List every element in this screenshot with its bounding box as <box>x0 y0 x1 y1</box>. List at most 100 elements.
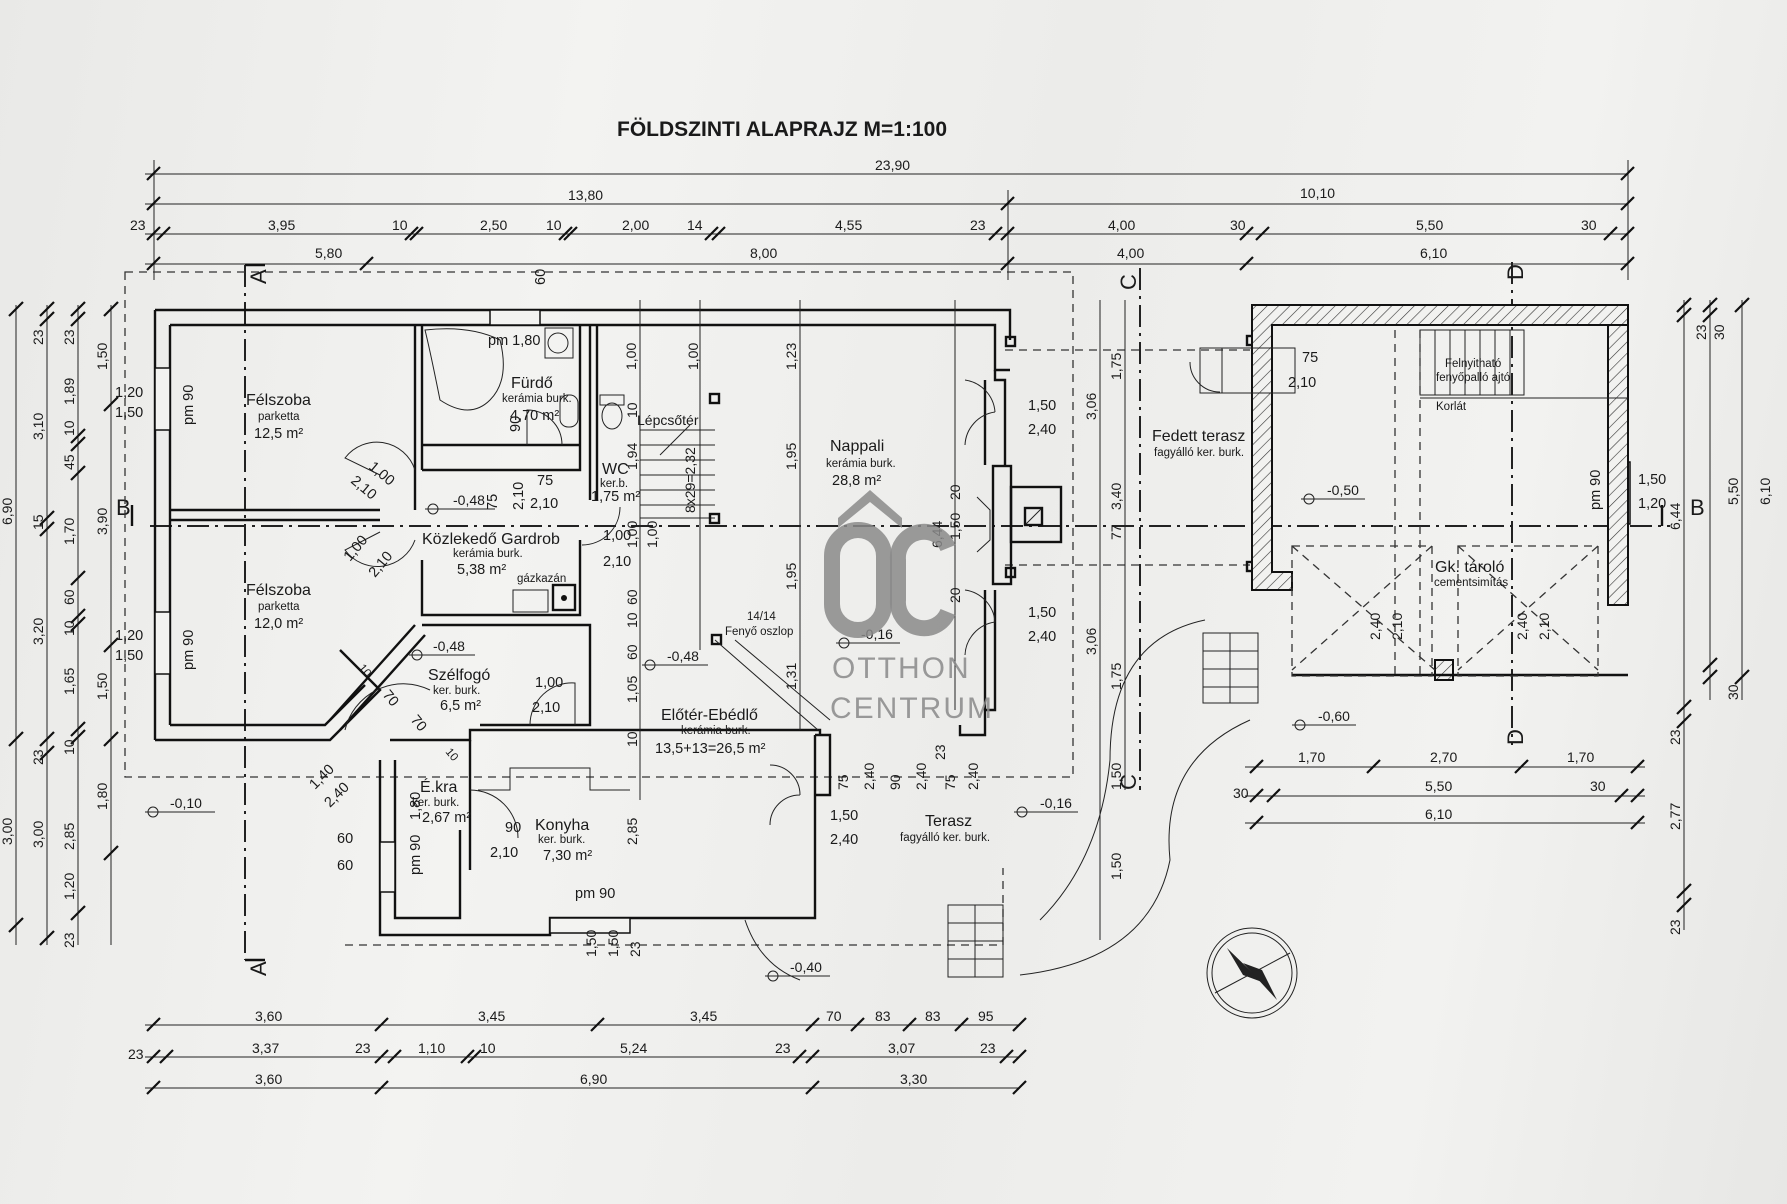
garage-dimension-lines <box>1245 759 1645 830</box>
dim-label: 23,90 <box>875 157 910 173</box>
dim-label: 23 <box>30 329 46 345</box>
svg-text:75: 75 <box>485 494 501 510</box>
windows <box>154 309 1631 934</box>
dim-label: 6,10 <box>1757 478 1773 505</box>
dim-label: 4,55 <box>835 217 862 233</box>
svg-text:2,40: 2,40 <box>861 763 877 790</box>
room-wc: WC ker.b. 1,75 m² <box>591 461 640 505</box>
dim-label: 5,50 <box>1425 778 1452 794</box>
svg-text:2,40: 2,40 <box>830 832 858 848</box>
svg-text:-0,40: -0,40 <box>790 959 822 975</box>
svg-text:pm 90: pm 90 <box>181 630 197 670</box>
dim-label: 14 <box>687 217 703 233</box>
svg-text:1,80: 1,80 <box>408 792 424 820</box>
dim-label: 10 <box>546 217 562 233</box>
svg-text:-0,16: -0,16 <box>1040 795 1072 811</box>
dim-label: 2,70 <box>1430 749 1457 765</box>
dim-label: 2,50 <box>480 217 507 233</box>
svg-text:10: 10 <box>624 402 640 418</box>
svg-text:2,10: 2,10 <box>603 554 631 570</box>
dim-label: 10 <box>61 739 77 755</box>
svg-text:Nappali: Nappali <box>830 438 884 455</box>
dim-label: 1,50 <box>94 343 110 370</box>
dim-label: 6,44 <box>1667 503 1683 530</box>
watermark-line2: CENTRUM <box>830 692 994 725</box>
garage-dashed <box>1291 330 1599 680</box>
level-marker: -0,48 <box>425 492 495 515</box>
svg-text:1,50: 1,50 <box>115 648 143 664</box>
svg-text:-0,60: -0,60 <box>1318 708 1350 724</box>
svg-text:6,5 m²: 6,5 m² <box>440 698 481 714</box>
level-marker: -0,10 <box>145 795 215 818</box>
dim-label: 10,10 <box>1300 185 1335 201</box>
dim-label: 3,90 <box>94 508 110 535</box>
svg-text:1,94: 1,94 <box>624 443 640 470</box>
level-marker: -0,60 <box>1292 708 1356 731</box>
svg-text:-0,48: -0,48 <box>433 638 465 654</box>
fireplace <box>976 485 1063 553</box>
svg-text:Konyha: Konyha <box>535 817 589 834</box>
dim-label: 23 <box>775 1040 791 1056</box>
svg-text:1,23: 1,23 <box>783 343 799 370</box>
svg-text:Előtér-Ebédlő: Előtér-Ebédlő <box>661 707 758 724</box>
dim-label: 1,20 <box>61 873 77 900</box>
room-felszoba-1: Félszoba parketta 12,5 m² <box>246 392 311 442</box>
svg-text:1,50: 1,50 <box>1638 472 1666 488</box>
label-post-size: 14/14 <box>747 611 776 623</box>
svg-text:90: 90 <box>505 820 521 836</box>
svg-text:1,00: 1,00 <box>644 521 660 548</box>
dim-label: 23 <box>61 932 77 948</box>
label-hatch-door: Felnyitható <box>1445 358 1501 370</box>
svg-text:Szélfogó: Szélfogó <box>428 667 490 684</box>
dim-label: 23 <box>970 217 986 233</box>
dim-label: 30 <box>1233 785 1249 801</box>
svg-text:ker.b.: ker.b. <box>600 478 628 490</box>
svg-text:1,00: 1,00 <box>341 533 371 565</box>
svg-text:10: 10 <box>624 731 640 747</box>
dim-label: 1,10 <box>418 1040 445 1056</box>
dim-label: 60 <box>61 589 77 605</box>
dim-label: 30 <box>1230 217 1246 233</box>
dim-label: 23 <box>980 1040 996 1056</box>
boiler-symbol <box>512 583 577 613</box>
dim-label: 23 <box>1693 324 1709 340</box>
svg-text:1,20: 1,20 <box>1638 496 1666 512</box>
left-dimension-values: 6,90 3,00 23 3,10 15 3,20 23 3,00 23 1,8… <box>0 329 110 948</box>
dim-label: 1,80 <box>94 783 110 810</box>
room-eloter-ebedlo: Előtér-Ebédlő kerámia burk. 13,5+13=26,5… <box>655 707 766 757</box>
room-konyha: Konyha ker. burk. 7,30 m² <box>535 817 592 864</box>
svg-text:Terasz: Terasz <box>925 813 972 830</box>
dim-label: 1,70 <box>1298 749 1325 765</box>
svg-text:12,5 m²: 12,5 m² <box>254 426 303 442</box>
svg-text:60: 60 <box>337 858 353 874</box>
section-markers: A A B B C C D D <box>116 264 1705 976</box>
svg-text:20: 20 <box>947 484 963 500</box>
level-marker: -0,48 <box>409 638 475 661</box>
dim-label: 23 <box>61 329 77 345</box>
watermark-roof-icon <box>838 490 902 528</box>
dim-label: 10 <box>61 620 77 636</box>
svg-text:pm 90: pm 90 <box>408 835 424 875</box>
svg-text:Félszoba: Félszoba <box>246 392 311 409</box>
svg-text:77: 77 <box>1108 524 1124 540</box>
dim-label: 15 <box>30 514 46 530</box>
svg-text:1,50: 1,50 <box>1108 853 1124 880</box>
stair-lepcsoter <box>640 424 715 519</box>
dim-label: 70 <box>826 1008 842 1024</box>
svg-text:1,00: 1,00 <box>624 521 640 548</box>
dim-label: 1,70 <box>61 518 77 545</box>
dim-label: 3,07 <box>888 1040 915 1056</box>
svg-text:1,20: 1,20 <box>115 628 143 644</box>
dim-label: 5,24 <box>620 1040 647 1056</box>
svg-text:60: 60 <box>624 644 640 660</box>
section-label-a-bottom: A <box>246 961 271 976</box>
svg-text:1,31: 1,31 <box>783 663 799 690</box>
dim-label: 6,10 <box>1420 245 1447 261</box>
dim-label: 3,10 <box>30 413 46 440</box>
dim-label: 83 <box>925 1008 941 1024</box>
svg-text:7,30 m²: 7,30 m² <box>543 848 592 864</box>
dim-label: 8,00 <box>750 245 777 261</box>
svg-text:75: 75 <box>835 774 851 790</box>
dim-label: 6,90 <box>0 498 15 525</box>
svg-text:pm 90: pm 90 <box>1588 470 1604 510</box>
